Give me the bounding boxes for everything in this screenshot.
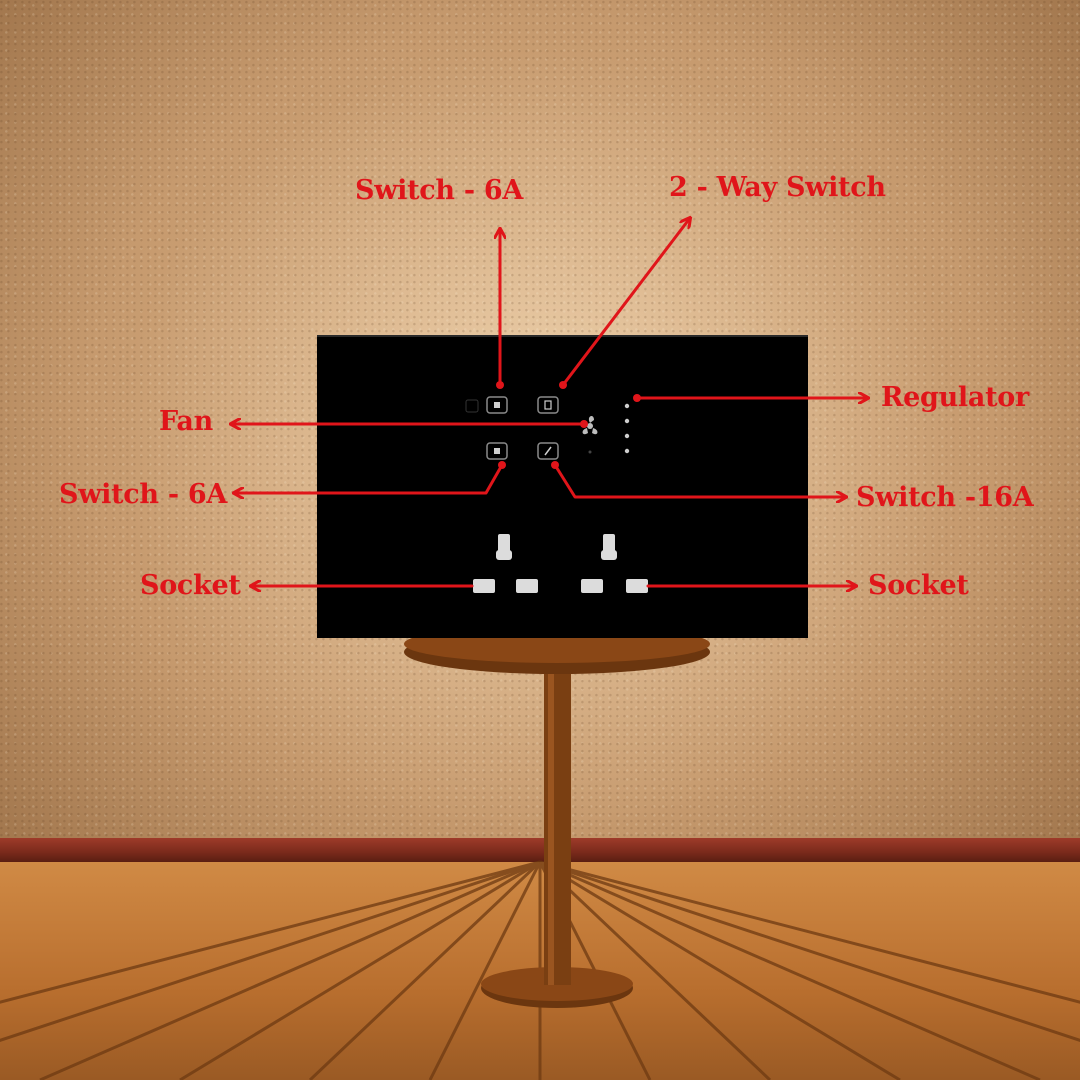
label-switch-16a: Switch -16A <box>856 482 1034 513</box>
label-switch-6a-top: Switch - 6A <box>355 175 523 206</box>
arrow-switch-6a-left <box>234 463 504 493</box>
universal-socket-icon <box>473 534 538 593</box>
callout-arrows <box>231 218 868 586</box>
arrow-two-way-switch <box>561 218 690 387</box>
label-socket-right: Socket <box>868 570 969 601</box>
switch-button-icon <box>486 396 508 414</box>
label-socket-left: Socket <box>140 570 241 601</box>
panel-body <box>317 335 808 638</box>
arrow-switch-16a <box>553 463 846 497</box>
fan-icon <box>582 416 598 435</box>
two-way-button-icon <box>537 396 559 414</box>
switch-panel <box>317 335 808 638</box>
label-regulator: Regulator <box>881 382 1029 413</box>
switch-16a-button-icon <box>537 442 559 460</box>
label-fan: Fan <box>159 406 213 437</box>
floor-planks <box>0 860 1080 1080</box>
stand <box>404 625 710 1008</box>
universal-socket-icon <box>581 534 648 593</box>
baseboard <box>0 838 1080 862</box>
label-switch-6a-left: Switch - 6A <box>59 479 227 510</box>
regulator-level-dots <box>624 403 630 454</box>
switch-button-icon <box>486 442 508 460</box>
label-two-way-switch: 2 - Way Switch <box>669 172 886 203</box>
